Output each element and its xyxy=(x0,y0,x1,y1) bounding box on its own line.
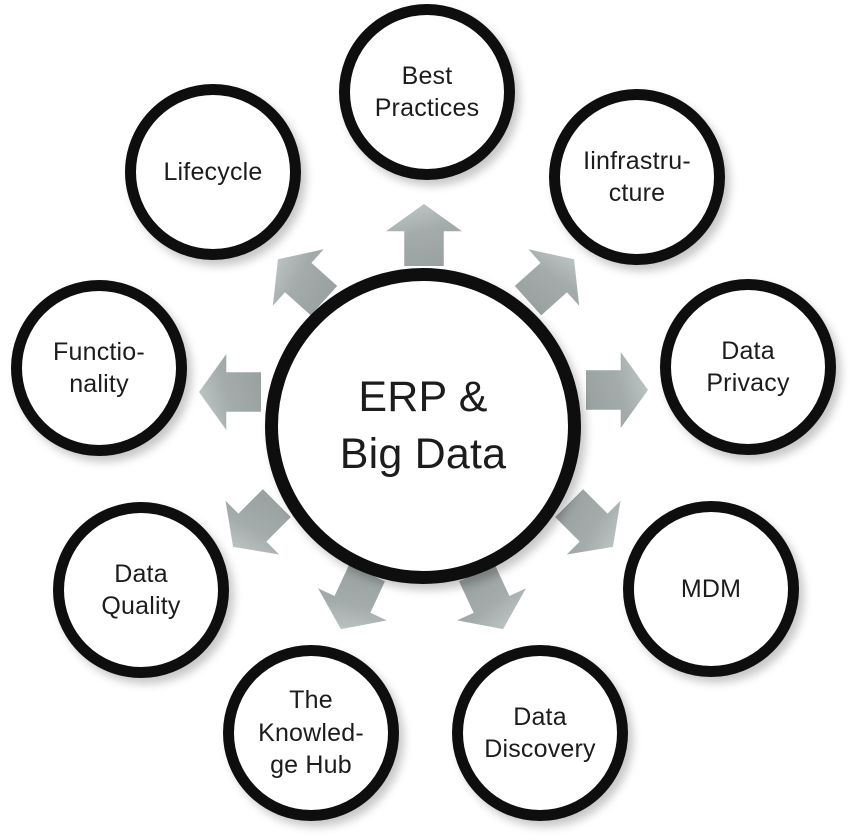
node-label: Data Quality xyxy=(101,559,181,621)
node-data-quality: Data Quality xyxy=(53,502,229,678)
arrow-east-icon xyxy=(586,352,648,428)
node-knowledge-hub: The Knowled- ge Hub xyxy=(223,645,399,821)
center-node-erp-big-data: ERP & Big Data xyxy=(265,268,581,584)
arrow-west-icon xyxy=(199,354,261,430)
node-label: Functio- nality xyxy=(53,337,145,399)
node-label: The Knowled- ge Hub xyxy=(258,686,364,780)
node-label: Best Practices xyxy=(374,61,480,123)
center-node-label: ERP & Big Data xyxy=(340,369,507,483)
node-functionality: Functio- nality xyxy=(11,280,187,456)
center-label-line: Big Data xyxy=(339,430,507,478)
node-label: Data Discovery xyxy=(484,702,596,764)
node-data-privacy: Data Privacy xyxy=(660,279,836,455)
node-infrastructure: Iinfrastru- cture xyxy=(549,89,725,265)
node-label: Lifecycle xyxy=(163,157,263,186)
node-mdm: MDM xyxy=(623,501,799,677)
node-lifecycle: Lifecycle xyxy=(125,84,301,260)
node-label: MDM xyxy=(680,574,742,603)
node-best-practices: Best Practices xyxy=(339,4,515,180)
center-label-line: ERP & xyxy=(358,373,488,422)
arrow-north-icon xyxy=(386,204,462,266)
node-label: Iinfrastru- cture xyxy=(583,146,691,208)
node-label: Data Privacy xyxy=(706,336,790,398)
node-data-discovery: Data Discovery xyxy=(452,645,628,821)
